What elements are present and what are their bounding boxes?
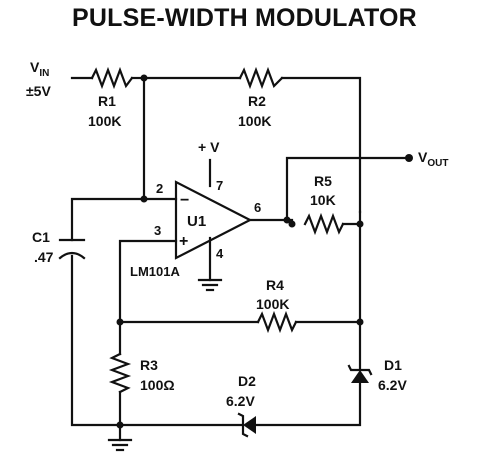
pin-2-label: 2 bbox=[156, 181, 163, 196]
junction-r4-right bbox=[356, 318, 364, 326]
opamp-ref: U1 bbox=[187, 213, 206, 230]
junction-r4-left bbox=[116, 318, 124, 326]
wire-r2-right bbox=[280, 76, 362, 214]
r2-value: 100K bbox=[238, 113, 271, 129]
pin-4-label: 4 bbox=[216, 246, 224, 261]
r3-value: 100Ω bbox=[140, 377, 175, 393]
supply-label: + V bbox=[198, 139, 220, 155]
junction-node-b bbox=[140, 195, 148, 203]
r5-value: 10K bbox=[310, 192, 336, 208]
junction-output bbox=[283, 216, 291, 224]
vin-value: ±5V bbox=[26, 83, 51, 99]
vin-label: VIN bbox=[30, 59, 49, 79]
r4-ref: R4 bbox=[266, 277, 284, 293]
junction-r5-left bbox=[288, 220, 296, 228]
d1-ref: D1 bbox=[384, 357, 402, 373]
wire-cap-top bbox=[70, 197, 146, 242]
zener-d2 bbox=[237, 412, 256, 438]
resistor-r1 bbox=[90, 66, 134, 90]
r4-value: 100K bbox=[256, 296, 289, 312]
c1-ref: C1 bbox=[32, 229, 50, 245]
resistor-r4 bbox=[256, 310, 298, 334]
ground-symbol-main bbox=[107, 438, 133, 452]
wire-vout bbox=[285, 156, 409, 222]
r2-ref: R2 bbox=[248, 93, 266, 109]
wire-cap-bottom bbox=[70, 254, 244, 427]
ground-symbol-opamp bbox=[197, 278, 223, 292]
terminal-vout bbox=[405, 154, 413, 162]
c1-value: .47 bbox=[34, 249, 54, 265]
r5-ref: R5 bbox=[314, 173, 332, 189]
resistor-r2 bbox=[238, 66, 284, 90]
junction-r5-right bbox=[356, 220, 364, 228]
diagram-title: PULSE-WIDTH MODULATOR bbox=[72, 4, 417, 32]
d2-value: 6.2V bbox=[226, 393, 255, 409]
opamp-part-number: LM101A bbox=[130, 264, 180, 279]
wire-d1-bottom bbox=[254, 381, 362, 427]
opamp-noninverting-symbol: + bbox=[179, 233, 188, 250]
vout-label: VOUT bbox=[418, 149, 448, 169]
junction-dots bbox=[116, 74, 413, 429]
r1-value: 100K bbox=[88, 113, 121, 129]
resistor-r5 bbox=[303, 212, 345, 236]
d2-ref: D2 bbox=[238, 373, 256, 389]
zener-d1 bbox=[347, 364, 373, 383]
junction-node-a bbox=[140, 74, 148, 82]
pin-7-label: 7 bbox=[216, 178, 223, 193]
d1-value: 6.2V bbox=[378, 377, 407, 393]
r3-ref: R3 bbox=[140, 357, 158, 373]
opamp-inverting-symbol: − bbox=[180, 192, 189, 209]
resistor-r3 bbox=[108, 352, 132, 394]
junction-ground bbox=[116, 421, 124, 429]
wire-pin3 bbox=[118, 239, 178, 356]
capacitor-c1 bbox=[58, 238, 86, 260]
r1-ref: R1 bbox=[98, 93, 116, 109]
opamp-u1 bbox=[174, 180, 253, 260]
pin-6-label: 6 bbox=[254, 200, 261, 215]
pin-3-label: 3 bbox=[154, 223, 161, 238]
